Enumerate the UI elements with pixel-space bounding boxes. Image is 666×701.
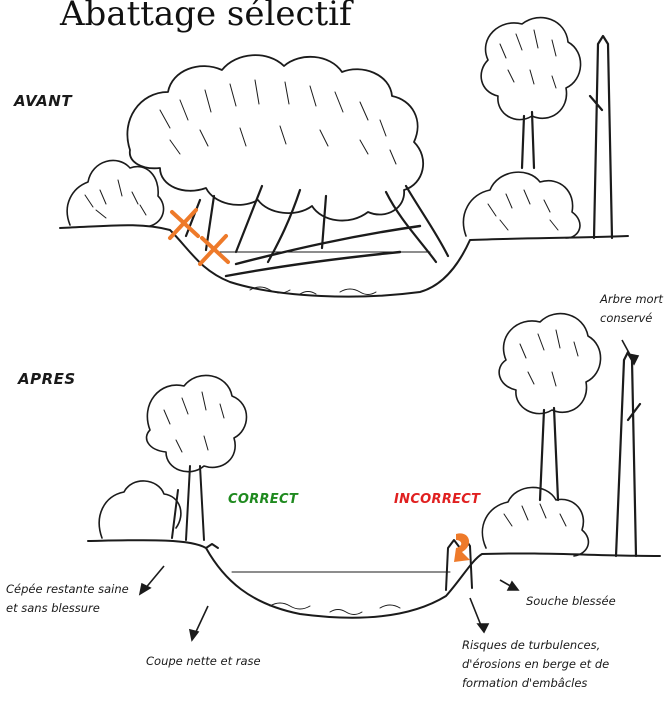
before-riverbank [60, 225, 628, 296]
after-right-bush-hatch [504, 504, 566, 526]
after-right-bush [482, 487, 588, 556]
before-canopy-hatch [160, 80, 396, 164]
before-dead-tree [590, 36, 612, 238]
label-dead-tree: Arbre mort conservé [600, 290, 663, 328]
cut-mark-1 [170, 210, 198, 238]
before-scene [60, 18, 628, 297]
label-risks-line-2: d'érosions en berge et de [462, 655, 609, 674]
diagram-title: Abattage sélectif [60, 0, 352, 34]
label-dead-tree-line-1: Arbre mort [600, 290, 663, 309]
after-left-tree-hatch [164, 392, 224, 452]
section-label-before: AVANT [14, 92, 72, 110]
before-tall-tree-hatch [500, 30, 556, 88]
cut-marks [170, 210, 228, 264]
label-clean-cut: Coupe nette et rase [146, 652, 261, 671]
after-right-tree-canopy [499, 314, 600, 414]
arrow-injured-stump-head [508, 582, 518, 590]
label-healthy-stump-line-2: et sans blessure [6, 599, 129, 618]
after-left-bush [99, 481, 181, 538]
before-left-bush [67, 160, 163, 226]
before-right-bush-hatch [488, 190, 558, 230]
cut-mark-2 [200, 236, 228, 264]
after-left-trunks [172, 466, 204, 540]
label-injured-stump: Souche blessée [526, 592, 616, 611]
label-risks: Risques de turbulences, d'érosions en be… [462, 636, 609, 693]
conserved-dead-tree [616, 352, 640, 556]
before-trunks [186, 186, 448, 262]
section-label-after: APRES [18, 370, 76, 388]
arrow-clean-cut-head [190, 630, 198, 640]
after-right-tree-hatch [520, 330, 578, 386]
injured-stump-orange-mark [454, 533, 470, 562]
label-healthy-stump: Cépée restante saine et sans blessure [6, 580, 129, 618]
before-tall-tree-trunk [522, 112, 534, 168]
arrow-risks-head [478, 624, 488, 632]
label-risks-line-1: Risques de turbulences, [462, 636, 609, 655]
after-left-tree-canopy [147, 375, 247, 471]
after-scene [88, 314, 660, 618]
before-left-bush-hatch [85, 180, 146, 218]
label-healthy-stump-line-1: Cépée restante saine [6, 580, 129, 599]
before-main-canopy [127, 55, 423, 220]
after-riverbed-stones [270, 603, 400, 615]
verdict-incorrect: INCORRECT [394, 492, 480, 507]
arrow-dead-tree-head [628, 354, 638, 364]
label-risks-line-3: formation d'embâcles [462, 674, 609, 693]
label-dead-tree-line-2: conservé [600, 309, 663, 328]
healthy-stump [206, 544, 218, 548]
verdict-correct: CORRECT [228, 492, 298, 507]
before-tall-tree-canopy [481, 18, 580, 120]
after-right-tree-trunk [540, 408, 558, 500]
before-right-bush [463, 172, 579, 238]
